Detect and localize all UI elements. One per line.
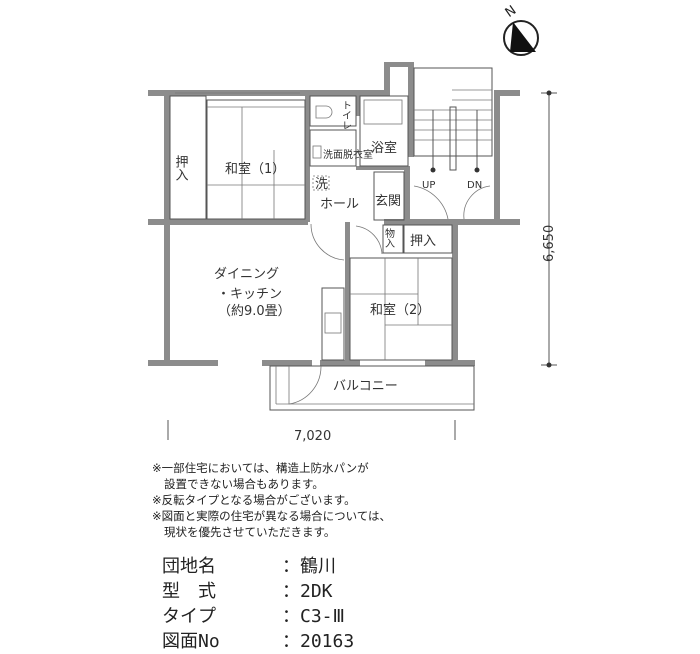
dk-label-1: ダイニング <box>214 267 279 282</box>
closet1-label: 押入 <box>173 155 189 181</box>
north-compass-icon: N <box>503 3 539 56</box>
property-info: 団地名：鶴川 型 式：2DK タイプ：C3-Ⅲ 図面No：20163 <box>162 556 355 652</box>
note-line: ※図面と実際の住宅が異なる場合については、 <box>152 509 392 523</box>
stairs <box>414 89 492 173</box>
svg-text:N: N <box>503 3 520 21</box>
stairs-up-label: UP <box>422 180 435 191</box>
svg-text:7,020: 7,020 <box>294 429 331 444</box>
width-dimension: 7,020 <box>167 420 456 444</box>
washroom-label: 洗面脱衣室 <box>323 148 373 161</box>
height-dimension: 6,650 <box>541 90 557 368</box>
stairs-down-label: DN <box>467 180 482 191</box>
closet2-label: 押入 <box>410 234 436 249</box>
info-value: 鶴川 <box>300 556 336 577</box>
dk-label-3: （約9.0畳） <box>218 304 291 319</box>
note-line: ※反転タイプとなる場合がございます。 <box>152 493 356 507</box>
info-value: 20163 <box>300 631 355 652</box>
balcony-label: バルコニー <box>333 379 398 394</box>
hall-label: ホール <box>320 197 359 212</box>
storage-label: 物入 <box>383 227 395 248</box>
bath-label: 浴室 <box>371 140 397 156</box>
dk-label-2: ・キッチン <box>217 287 282 302</box>
info-key: 図面No <box>162 631 220 652</box>
info-value: C3-Ⅲ <box>300 606 345 627</box>
info-key: タイプ <box>162 606 216 627</box>
info-key: 型 式 <box>162 581 216 602</box>
entrance-label: 玄関 <box>375 194 401 209</box>
info-key: 団地名 <box>162 556 216 577</box>
svg-text:6,650: 6,650 <box>542 225 557 262</box>
note-line: 現状を優先させていただきます。 <box>164 525 336 539</box>
info-value: 2DK <box>300 581 333 602</box>
toilet-label: トイレ <box>340 100 352 130</box>
washitsu2-label: 和室（2） <box>370 302 430 318</box>
note-line: ※一部住宅においては、構造上防水パンが <box>152 461 369 475</box>
note-line: 設置できない場合もあります。 <box>164 477 324 491</box>
washer-label: 洗 <box>315 177 328 192</box>
washitsu1-label: 和室（1） <box>225 161 285 177</box>
notes: ※一部住宅においては、構造上防水パンが 設置できない場合もあります。 ※反転タイ… <box>152 460 391 540</box>
